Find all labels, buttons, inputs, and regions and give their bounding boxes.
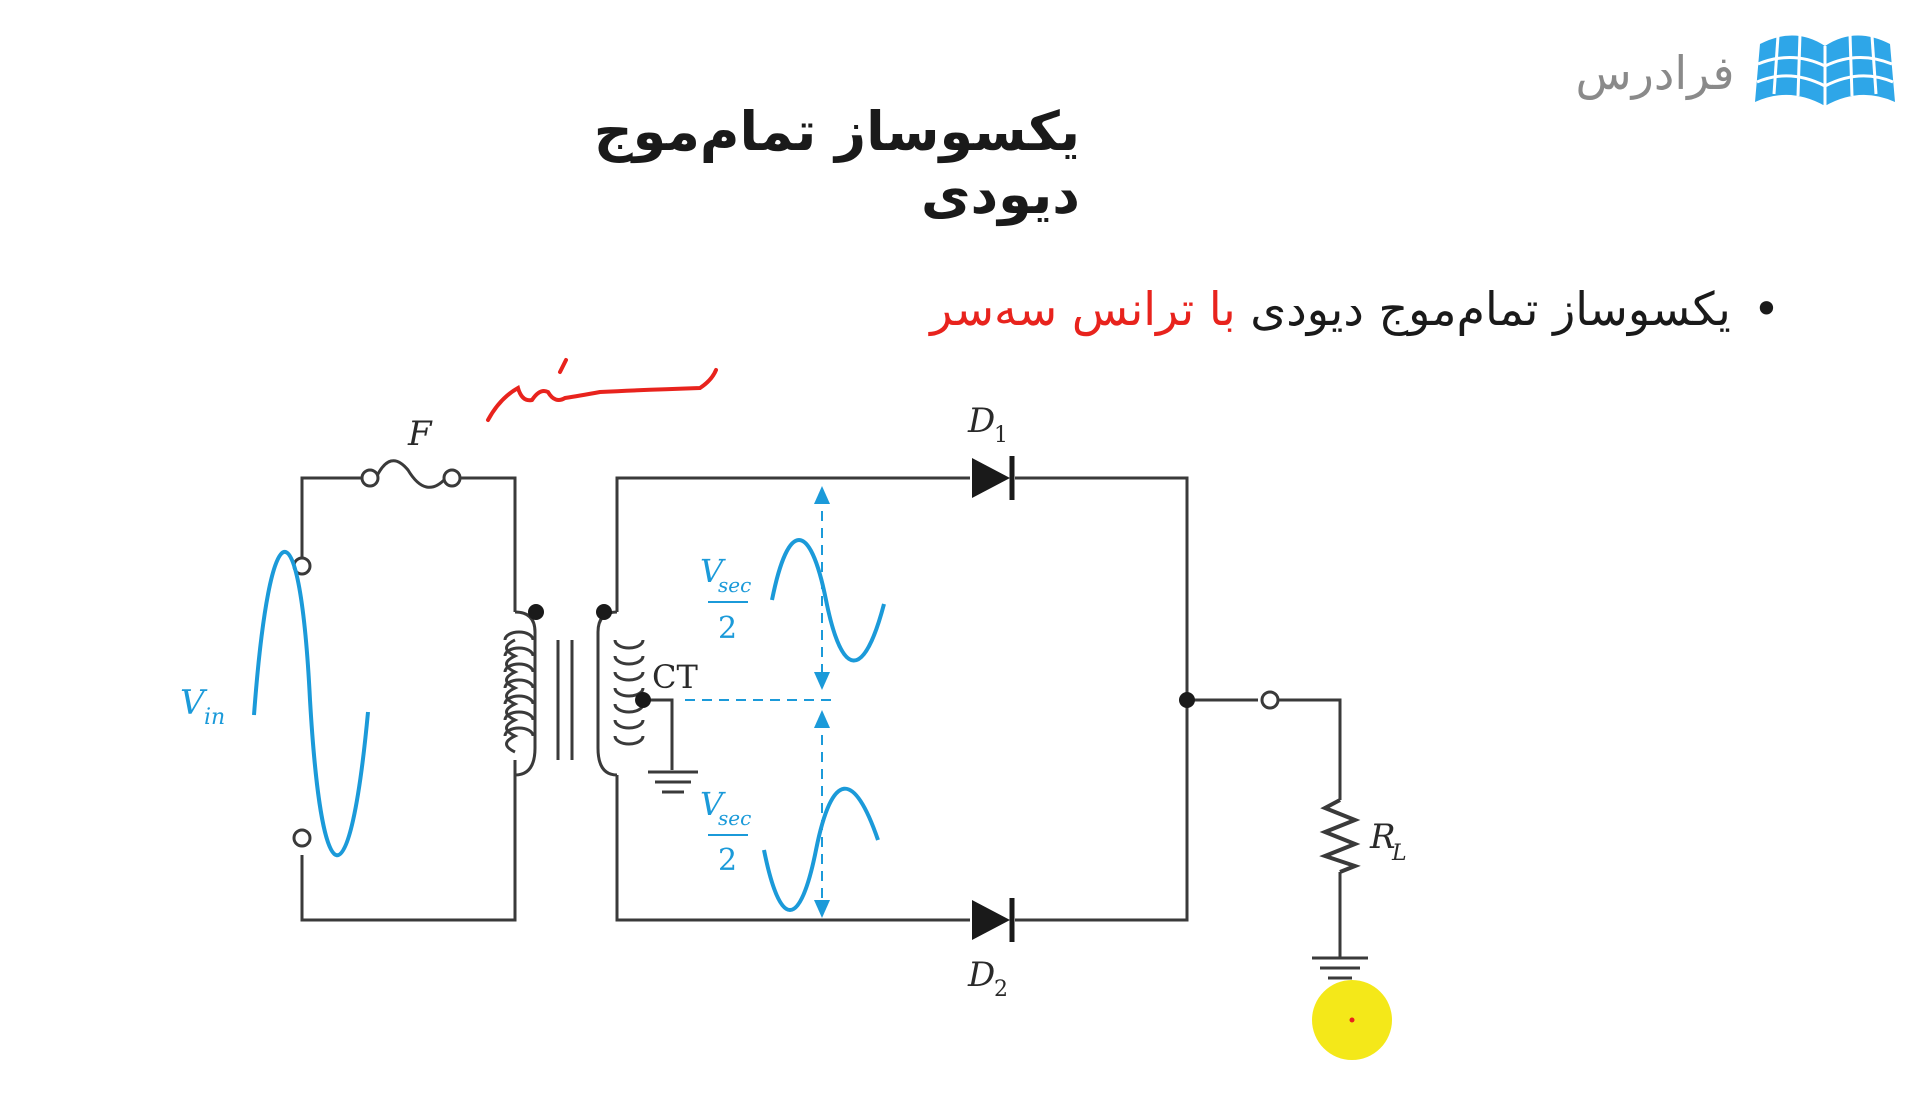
diode-d2 xyxy=(972,898,1015,942)
load-ground-symbol xyxy=(1312,956,1368,980)
vsec-upper-subscript: sec xyxy=(718,573,751,597)
fuse-label: F xyxy=(407,414,433,454)
input-terminal-bottom xyxy=(292,828,312,848)
diode-d1 xyxy=(972,456,1015,500)
cursor-dot xyxy=(1349,1017,1355,1023)
vsec-arrowheads xyxy=(814,486,830,918)
d2-subscript: 2 xyxy=(994,977,1008,1002)
ct-label: CT xyxy=(652,658,698,696)
d1-label: D xyxy=(967,401,995,441)
d1-subscript: 1 xyxy=(994,423,1008,448)
rl-label: R xyxy=(1369,817,1396,857)
fuse xyxy=(360,459,462,489)
vsec-upper-waveform xyxy=(770,538,886,663)
transformer xyxy=(503,610,645,777)
vsec-lower-denominator: 2 xyxy=(718,843,737,878)
vin-subscript: in xyxy=(204,705,225,730)
input-waveform xyxy=(252,549,370,858)
vin-label: V xyxy=(180,683,208,723)
secondary-wires xyxy=(615,476,1342,958)
open-book-grid-icon xyxy=(1755,33,1895,106)
load-resistor xyxy=(1319,798,1361,874)
bullet-text-highlight: با ترانس سه‌سر xyxy=(930,282,1236,336)
bullet-item: • یکسوساز تمام‌موج دیودی با ترانس سه‌سر xyxy=(930,282,1780,336)
faradars-logo: فرادرس xyxy=(1560,18,1920,128)
primary-wires xyxy=(300,476,517,922)
secondary-polarity-dot xyxy=(596,604,612,620)
ct-ground-symbol xyxy=(648,770,698,794)
bullet-marker: • xyxy=(1752,282,1780,336)
center-tap-node xyxy=(635,692,651,708)
output-terminal xyxy=(1260,690,1280,710)
slide-title: یکسوساز تمام‌موج دیودی xyxy=(593,100,1080,226)
rl-subscript: L xyxy=(1391,841,1407,866)
output-node xyxy=(1179,692,1195,708)
bullet-text: یکسوساز تمام‌موج دیودی xyxy=(1235,282,1731,336)
primary-polarity-dot xyxy=(528,604,544,620)
vsec-lower-waveform xyxy=(762,786,880,912)
vsec-lower-subscript: sec xyxy=(718,806,751,830)
handwritten-note xyxy=(486,368,718,422)
vsec-upper-denominator: 2 xyxy=(718,611,737,646)
d2-label: D xyxy=(967,955,995,995)
vsec-lower-label: V xyxy=(700,785,726,823)
vsec-upper-label: V xyxy=(700,552,726,590)
logo-text: فرادرس xyxy=(1575,46,1735,100)
